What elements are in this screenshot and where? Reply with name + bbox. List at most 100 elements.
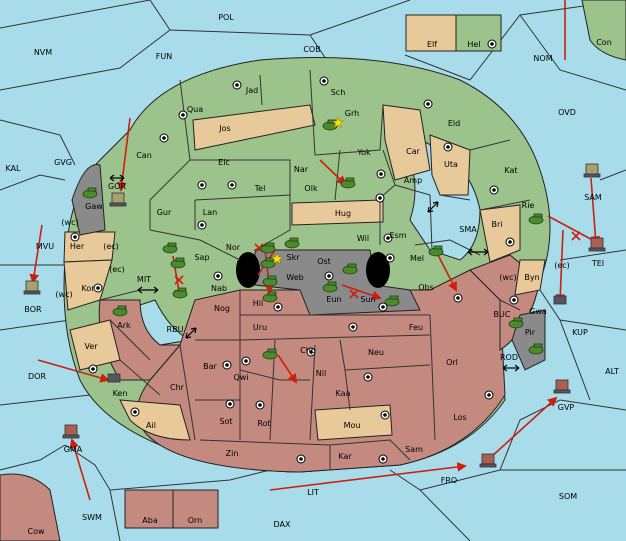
sc-ost-icon (324, 271, 334, 281)
label-elf: Elf (427, 40, 437, 49)
labels: POL NVM FUN COB NOM Con Elf Hel OVD KAL … (5, 13, 618, 536)
army-icon (340, 177, 356, 189)
sc-tel-icon (227, 180, 237, 190)
label-los: Los (453, 413, 466, 422)
connection-arrows (109, 174, 520, 372)
label-mel: Mel (410, 254, 424, 263)
label-mou: Mou (344, 421, 361, 430)
label-nom: NOM (533, 54, 552, 63)
army-icon (260, 257, 276, 269)
supply-centers (70, 39, 519, 464)
prov-bri (479, 204, 521, 263)
label-kup: KUP (572, 328, 588, 337)
order-arrows (29, 0, 601, 501)
label-wc3: (wc) (55, 290, 72, 299)
label-obs: Obs (418, 283, 434, 292)
army-icon (262, 348, 278, 360)
label-tei: TEI (591, 259, 604, 268)
label-buc: BUC (494, 310, 511, 319)
label-web: Web (286, 273, 303, 282)
label-swm: SWM (82, 513, 102, 522)
label-kor: Kor (81, 284, 95, 293)
army-icon (172, 287, 188, 299)
label-chr: Chr (170, 383, 185, 392)
label-nab: Nab (211, 284, 227, 293)
prov-hug (291, 199, 384, 226)
label-hil: Hil (253, 299, 263, 308)
label-ost: Ost (317, 257, 331, 266)
label-aba: Aba (142, 516, 158, 525)
sc-bri-icon (505, 237, 515, 247)
label-rod: ROD (500, 353, 518, 362)
star-icon (270, 252, 284, 265)
army-icon (342, 263, 358, 275)
sc-kaa-icon (363, 372, 373, 382)
label-ver: Ver (84, 342, 98, 351)
prov-byn (514, 259, 546, 296)
label-ail: Ail (146, 421, 156, 430)
label-cob: COB (303, 45, 320, 54)
label-elc: Elc (218, 158, 230, 167)
label-nil: Nil (316, 369, 326, 378)
label-qua: Qua (187, 105, 203, 114)
prov-gaw (71, 163, 106, 236)
sc-zin-icon (296, 454, 306, 464)
label-hel: Hel (467, 40, 480, 49)
sc-qua-icon (178, 110, 188, 120)
sc-her-icon (70, 232, 80, 242)
label-nar: Nar (294, 165, 309, 174)
label-kal: KAL (5, 164, 21, 173)
label-sch: Sch (331, 88, 346, 97)
army-icon (262, 275, 278, 287)
sc-bar-icon (222, 360, 232, 370)
army-icon (428, 245, 444, 257)
label-alt: ALT (605, 367, 619, 376)
label-eun: Eun (326, 295, 341, 304)
label-bar: Bar (203, 362, 217, 371)
prov-uta (429, 134, 471, 196)
star-icon (331, 116, 345, 129)
label-mit: MIT (137, 275, 151, 284)
fleet-icon (479, 453, 497, 468)
prov-car (382, 104, 431, 181)
label-ec2: (ec) (554, 261, 570, 270)
label-wc1: (wc) (61, 218, 78, 227)
sc-amp-icon (375, 193, 385, 203)
label-bri: Bri (492, 220, 503, 229)
label-car: Car (406, 147, 420, 156)
label-chp: Chp (300, 346, 316, 355)
prov-mou (314, 404, 393, 441)
label-her: Her (70, 242, 85, 251)
label-cow: Cow (27, 527, 44, 536)
label-rot: Rot (257, 419, 270, 428)
label-byn: Byn (524, 273, 539, 282)
label-yok: Yok (356, 148, 371, 157)
label-ovd: OVD (558, 108, 576, 117)
army-icon (170, 257, 186, 269)
army-icon (508, 317, 524, 329)
sc-rot-icon (255, 400, 265, 410)
label-dax: DAX (274, 520, 291, 529)
label-zin: Zin (226, 449, 239, 458)
label-amp: Amp (404, 176, 422, 185)
sc-sch-icon (319, 76, 329, 86)
label-fun: FUN (156, 52, 172, 61)
sc-sot-icon (225, 399, 235, 409)
sc-jad-icon (232, 80, 242, 90)
army-icon (162, 242, 178, 254)
sc-kat-icon (489, 185, 499, 195)
label-sma: SMA (459, 225, 477, 234)
army-icon (528, 213, 544, 225)
label-bor: BOR (24, 305, 42, 314)
sc-uru-icon (273, 302, 283, 312)
label-qwi: Qwi (233, 373, 248, 382)
label-sam: SAM (584, 193, 602, 202)
sc-ver-icon (88, 364, 98, 374)
label-can: Can (136, 151, 152, 160)
sc-orl-icon (484, 390, 494, 400)
label-orl: Orl (446, 358, 458, 367)
label-ark: Ark (117, 321, 131, 330)
label-feu: Feu (409, 323, 423, 332)
label-dor: DOR (28, 372, 46, 381)
sc-gur-icon (197, 220, 207, 230)
